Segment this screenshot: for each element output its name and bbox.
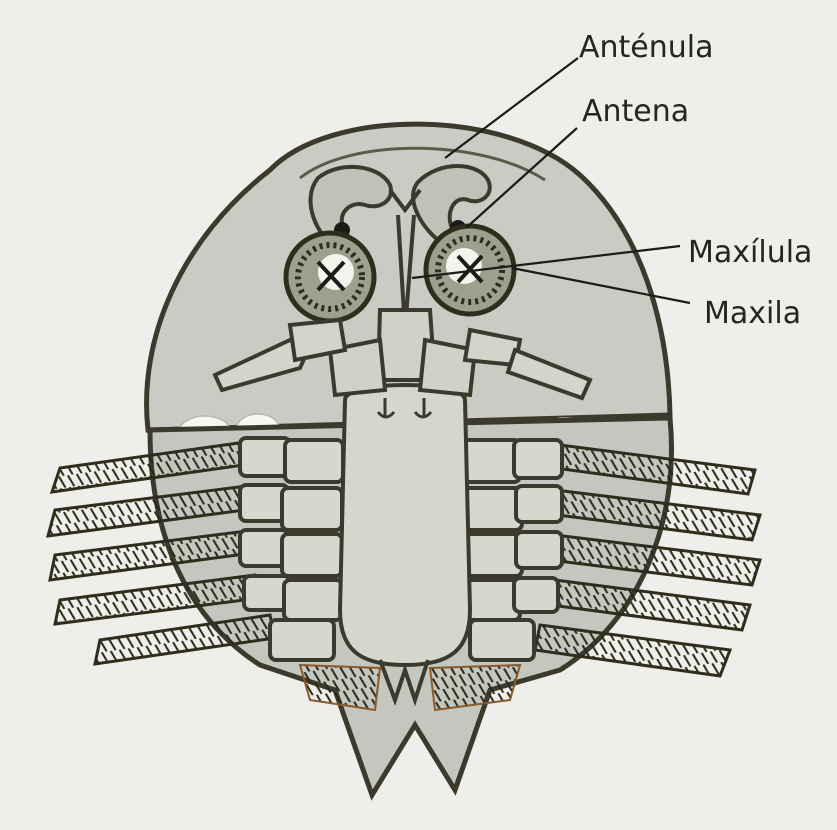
label-antenula: Anténula bbox=[579, 30, 714, 65]
label-maxila: Maxila bbox=[704, 296, 801, 331]
label-antena: Antena bbox=[582, 94, 689, 129]
central-body bbox=[340, 385, 470, 665]
left-maxilla-ring bbox=[286, 233, 374, 321]
label-maxilula: Maxílula bbox=[688, 235, 812, 270]
